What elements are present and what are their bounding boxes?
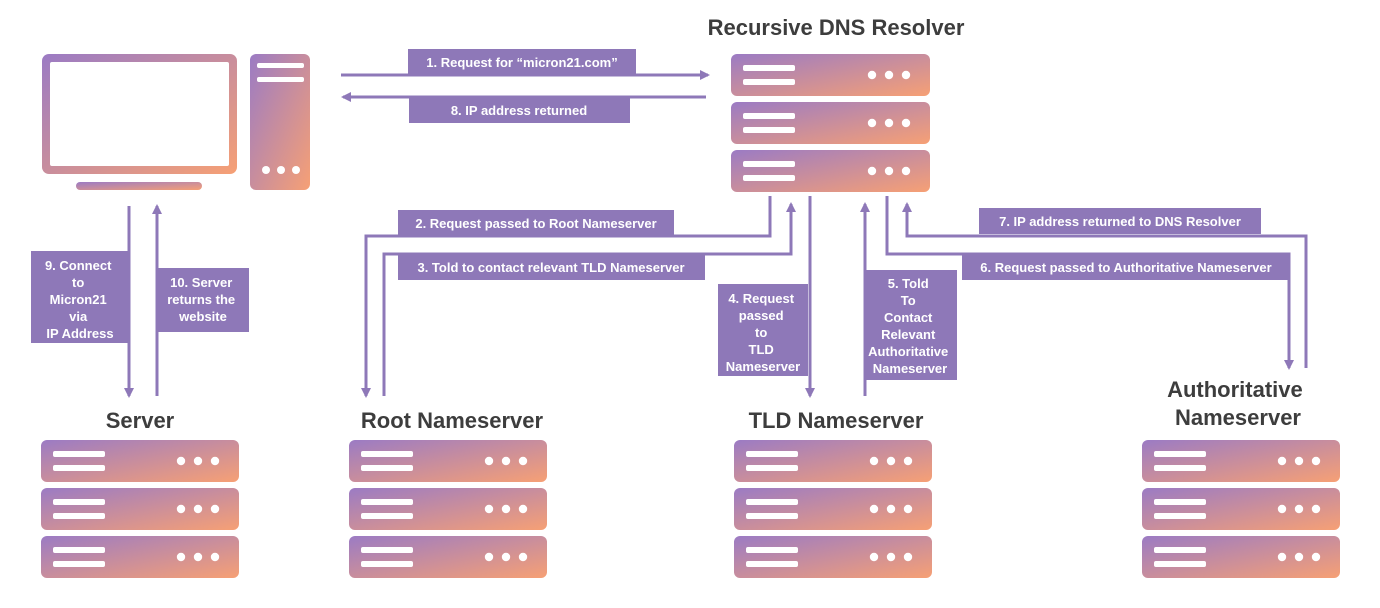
svg-text:9. Connect to Micr: 9. Connect to Micron21 via IP Address [45, 258, 115, 341]
server-rack-icon [734, 536, 932, 578]
server-rack-icon [41, 440, 239, 482]
step-10-line: returns the [167, 292, 235, 307]
resolver-stack [731, 54, 930, 192]
tld-stack [734, 440, 932, 578]
step-5-line: Authoritative [868, 344, 948, 359]
step-10-line: 10. Server [170, 275, 232, 290]
step-4-line: passed [739, 308, 784, 323]
server-rack-icon [731, 54, 930, 96]
authoritative-heading-line: Nameserver [1175, 405, 1301, 430]
server-rack-icon [1142, 488, 1340, 530]
resolver-heading: Recursive DNS Resolver [708, 15, 965, 40]
step-8-text: 8. IP address returned [451, 103, 587, 118]
step-9-line: Micron21 [50, 292, 107, 307]
server-rack-icon [1142, 536, 1340, 578]
tld-heading: TLD Nameserver [749, 408, 924, 433]
step-3-label: 3. Told to contact relevant TLD Nameserv… [398, 254, 705, 280]
root-heading: Root Nameserver [361, 408, 544, 433]
step-6-text: 6. Request passed to Authoritative Names… [980, 260, 1271, 275]
step-10-label: 10. Server returns the website [157, 268, 249, 332]
step-5-line: Relevant [881, 327, 936, 342]
step-4-line: Nameserver [726, 359, 800, 374]
authoritative-heading: Authoritative Nameserver [1167, 377, 1309, 430]
server-stack [41, 440, 239, 578]
step-5-label: 5. Told To Contact Relevant Authoritativ… [864, 270, 957, 380]
step-5-line: Contact [884, 310, 933, 325]
step-2-text: 2. Request passed to Root Nameserver [415, 216, 656, 231]
step-2-label: 2. Request passed to Root Nameserver [398, 210, 674, 236]
server-rack-icon [734, 440, 932, 482]
server-rack-icon [731, 102, 930, 144]
server-rack-icon [349, 440, 547, 482]
step-8-label: 8. IP address returned [409, 97, 630, 123]
server-rack-icon [1142, 440, 1340, 482]
svg-text:4. Request passed: 4. Request passed to TLD Nameserver [726, 291, 800, 374]
server-rack-icon [41, 488, 239, 530]
step-1-label: 1. Request for “micron21.com” [408, 49, 636, 75]
step-4-label: 4. Request passed to TLD Nameserver [718, 284, 808, 376]
server-heading: Server [106, 408, 175, 433]
step-5-line: Nameserver [873, 361, 947, 376]
server-rack-icon [734, 488, 932, 530]
root-stack [349, 440, 547, 578]
step-9-label: 9. Connect to Micron21 via IP Address [31, 251, 129, 343]
server-rack-icon [349, 488, 547, 530]
server-rack-icon [731, 150, 930, 192]
server-rack-icon [41, 536, 239, 578]
step-4-line: to [755, 325, 767, 340]
step-7-label: 7. IP address returned to DNS Resolver [979, 208, 1261, 234]
computer-tower-icon [250, 54, 310, 190]
step-10-line: website [178, 309, 227, 324]
step-6-label: 6. Request passed to Authoritative Names… [962, 254, 1290, 280]
step-4-line: TLD [749, 342, 774, 357]
step-7-text: 7. IP address returned to DNS Resolver [999, 214, 1241, 229]
server-rack-icon [349, 536, 547, 578]
authoritative-stack [1142, 440, 1340, 578]
svg-text:5. Told To Contact: 5. Told To Contact Relevant Authoritativ… [868, 276, 952, 376]
step-5-line: 5. Told [888, 276, 929, 291]
svg-text:10. Server returns the: 10. Server returns the website [167, 275, 239, 324]
computer-monitor-icon [42, 54, 237, 190]
step-3-text: 3. Told to contact relevant TLD Nameserv… [417, 260, 684, 275]
step-4-line: 4. Request [728, 291, 794, 306]
step-9-line: 9. Connect [45, 258, 112, 273]
arrow-icon [902, 202, 1308, 368]
step-9-line: IP Address [46, 326, 113, 341]
step-1-text: 1. Request for “micron21.com” [426, 55, 617, 70]
authoritative-heading-line: Authoritative [1167, 377, 1303, 402]
step-9-line: to [72, 275, 84, 290]
step-5-line: To [901, 293, 916, 308]
step-9-line: via [69, 309, 88, 324]
